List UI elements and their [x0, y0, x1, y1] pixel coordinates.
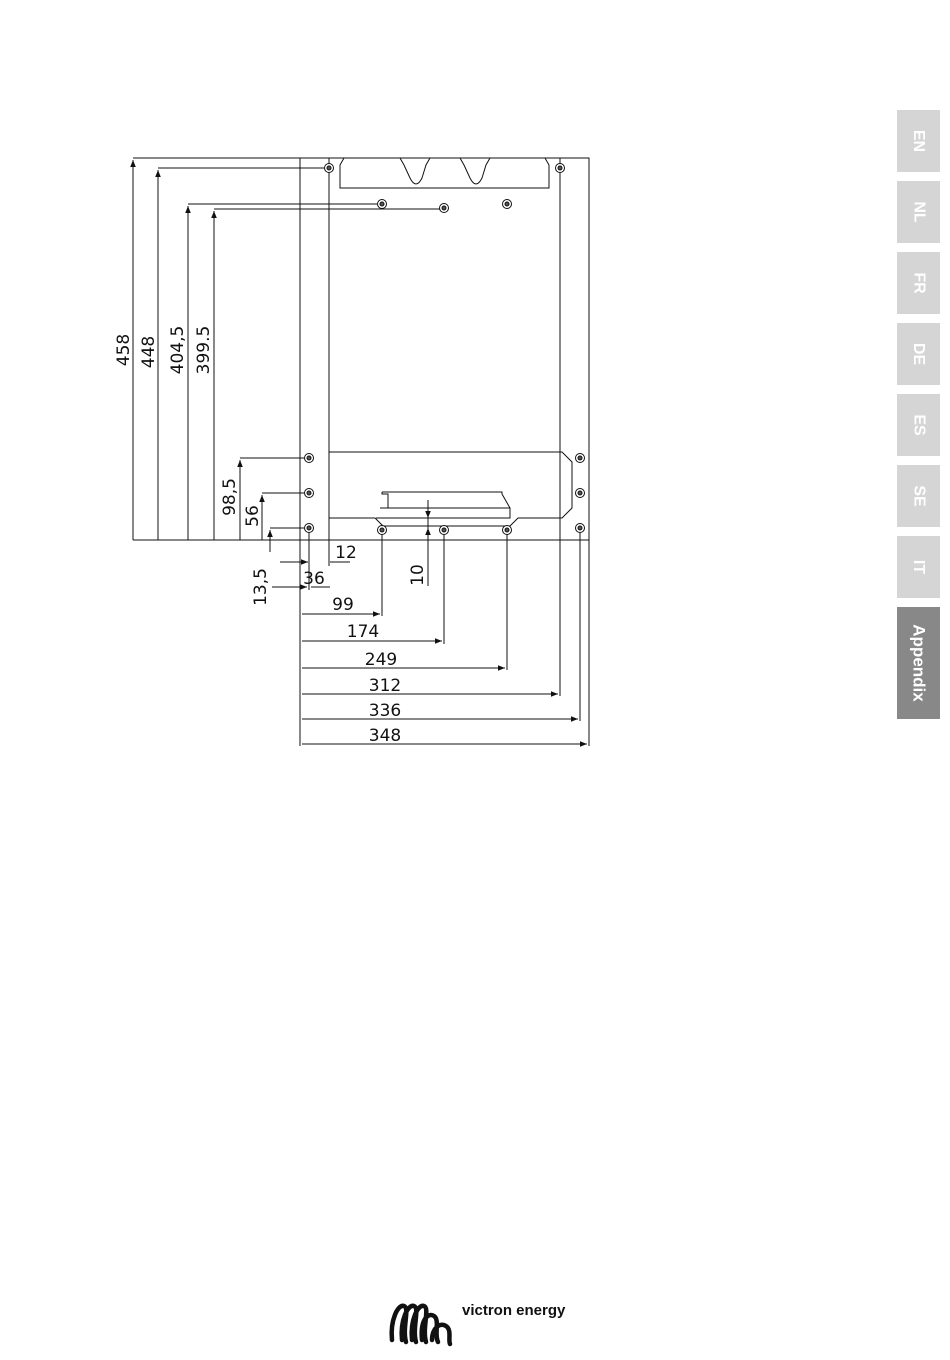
dim-36: 36 — [303, 569, 325, 589]
dim-98-5: 98,5 — [220, 478, 240, 516]
dim-448: 448 — [139, 336, 159, 368]
dim-348: 348 — [369, 726, 401, 746]
bottom-compartment — [329, 452, 572, 526]
dim-404-5: 404,5 — [168, 326, 188, 375]
dim-336: 336 — [369, 701, 401, 721]
dim-13-5: 13,5 — [251, 568, 271, 606]
tab-label: EN — [909, 130, 927, 152]
tab-label: FR — [909, 272, 927, 293]
dim-458: 458 — [114, 334, 134, 366]
language-tabs: EN NL FR DE ES SE IT Appendix — [897, 110, 940, 728]
dim-312: 312 — [369, 676, 401, 696]
victron-coil-logo-icon — [388, 1298, 456, 1348]
bottom-cable-entry — [376, 492, 510, 518]
tab-de[interactable]: DE — [897, 323, 940, 385]
tab-label: NL — [909, 201, 927, 222]
dim-249: 249 — [365, 650, 397, 670]
tab-label: SE — [910, 485, 928, 506]
dim-99: 99 — [332, 595, 354, 615]
tab-label: IT — [910, 560, 928, 574]
dim-12: 12 — [335, 543, 357, 563]
dim-399-5: 399.5 — [194, 326, 214, 375]
tab-es[interactable]: ES — [897, 394, 940, 456]
mounting-holes — [305, 164, 585, 535]
enclosure-outline — [300, 158, 589, 540]
tab-nl[interactable]: NL — [897, 181, 940, 243]
dim-56: 56 — [243, 505, 263, 527]
tab-fr[interactable]: FR — [897, 252, 940, 314]
dim-174: 174 — [347, 622, 379, 642]
tab-label: ES — [910, 414, 928, 435]
tab-se[interactable]: SE — [897, 465, 940, 527]
top-cable-entries — [340, 158, 549, 188]
tab-label: Appendix — [909, 624, 929, 701]
tab-label: DE — [909, 343, 927, 365]
tab-it[interactable]: IT — [897, 536, 940, 598]
footer-brand: victron energy — [388, 1298, 565, 1348]
brand-name: victron energy — [462, 1302, 565, 1319]
dim-10: 10 — [408, 564, 428, 586]
tab-en[interactable]: EN — [897, 110, 940, 172]
tab-appendix[interactable]: Appendix — [897, 607, 940, 719]
